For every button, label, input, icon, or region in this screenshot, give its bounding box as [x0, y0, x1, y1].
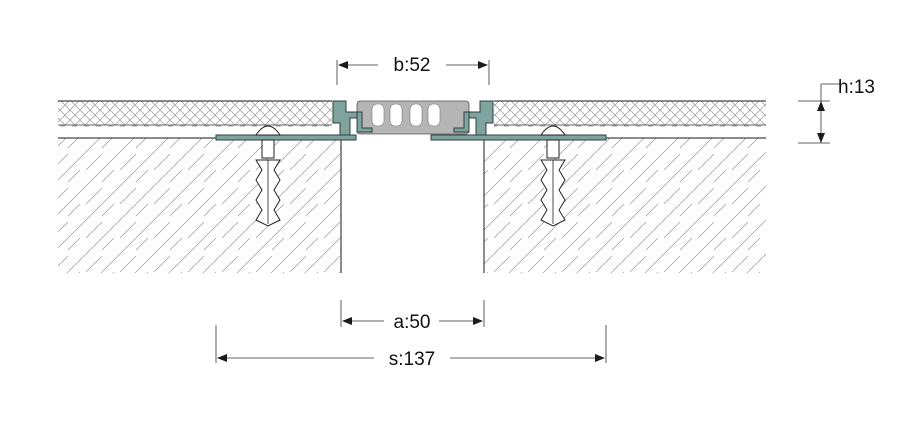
insert-hook-right	[453, 111, 470, 133]
insert-slot-2	[389, 103, 403, 127]
dim-h-arrow-up	[817, 101, 825, 111]
wall-plug-right	[540, 139, 566, 227]
insert-hook-left	[356, 111, 373, 133]
concrete-left	[58, 138, 341, 273]
screw-head-right	[540, 125, 566, 136]
tile-layer-right	[494, 101, 766, 125]
base-plate-right	[430, 134, 607, 141]
profile-wall-right	[468, 100, 494, 136]
dim-h-label: h:13	[838, 77, 875, 98]
insert-slot-3	[409, 103, 423, 127]
base-plate-left	[215, 134, 357, 141]
profile-wall-left	[332, 100, 358, 136]
insert-slot-4	[427, 103, 441, 127]
dim-s-label: s:137	[389, 349, 435, 370]
insert-slot-1	[371, 103, 385, 127]
wall-plug-left	[255, 139, 281, 227]
dim-a-label: a:50	[394, 312, 431, 333]
tile-layer-left	[58, 101, 332, 125]
concrete-right	[484, 138, 766, 273]
dim-h-arrow-down	[817, 133, 825, 143]
screw-head-left	[255, 125, 281, 136]
dim-b-label: b:52	[394, 55, 431, 76]
